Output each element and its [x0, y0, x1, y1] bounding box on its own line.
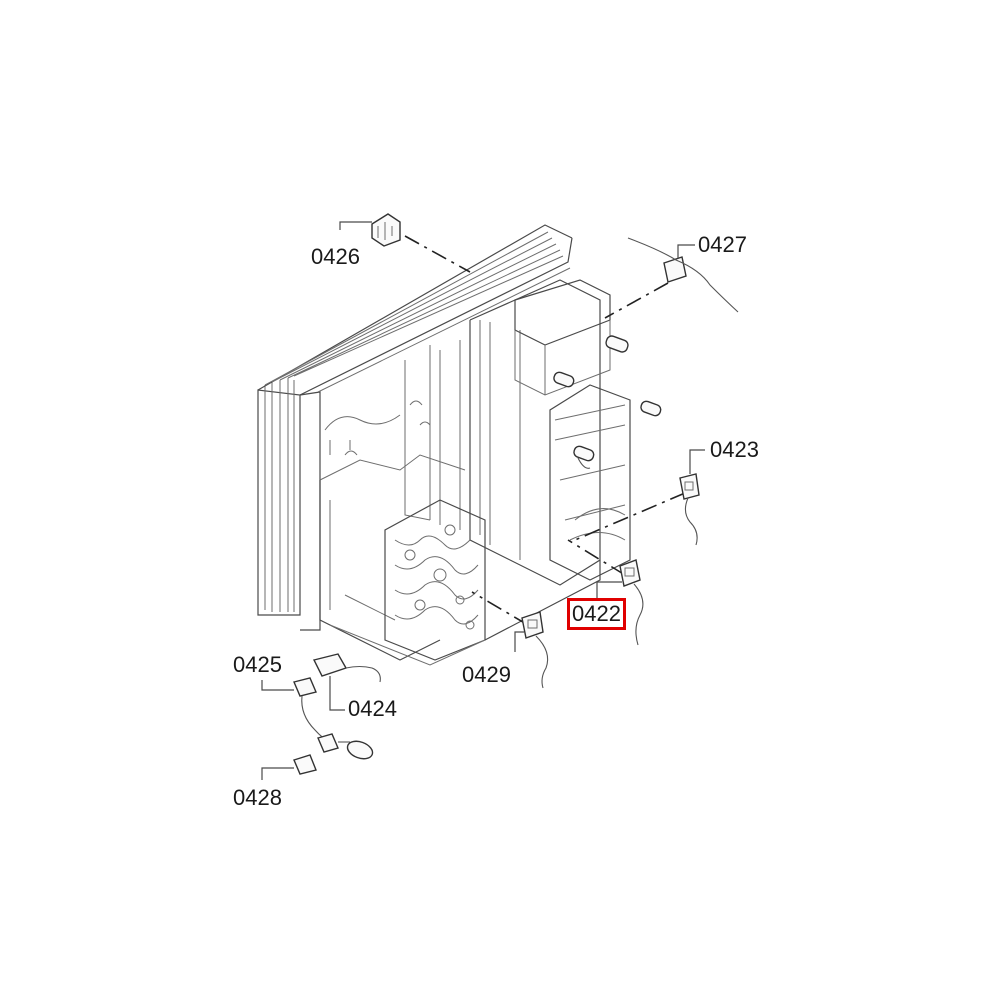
callout-0429: 0429	[462, 662, 511, 687]
callout-0427: 0427	[698, 232, 747, 257]
part-0426-connector	[339, 213, 401, 247]
part-0422-sensor	[596, 559, 644, 646]
part-0423-sensor	[679, 449, 705, 546]
part-0429-sensor	[514, 611, 549, 689]
part-0425-switch	[261, 677, 374, 760]
leader-lines	[404, 235, 686, 626]
callout-0426: 0426	[311, 244, 360, 269]
callout-0423: 0423	[710, 437, 759, 462]
sensor-plugs	[553, 335, 662, 469]
part-0424-sensor	[312, 653, 381, 711]
part-0428-fitting	[261, 754, 317, 780]
callout-0424: 0424	[348, 696, 397, 721]
callout-0422-highlighted: 0422	[567, 598, 626, 630]
callout-0425: 0425	[233, 652, 282, 677]
part-0427-sensor	[627, 237, 739, 313]
callout-0428: 0428	[233, 785, 282, 810]
